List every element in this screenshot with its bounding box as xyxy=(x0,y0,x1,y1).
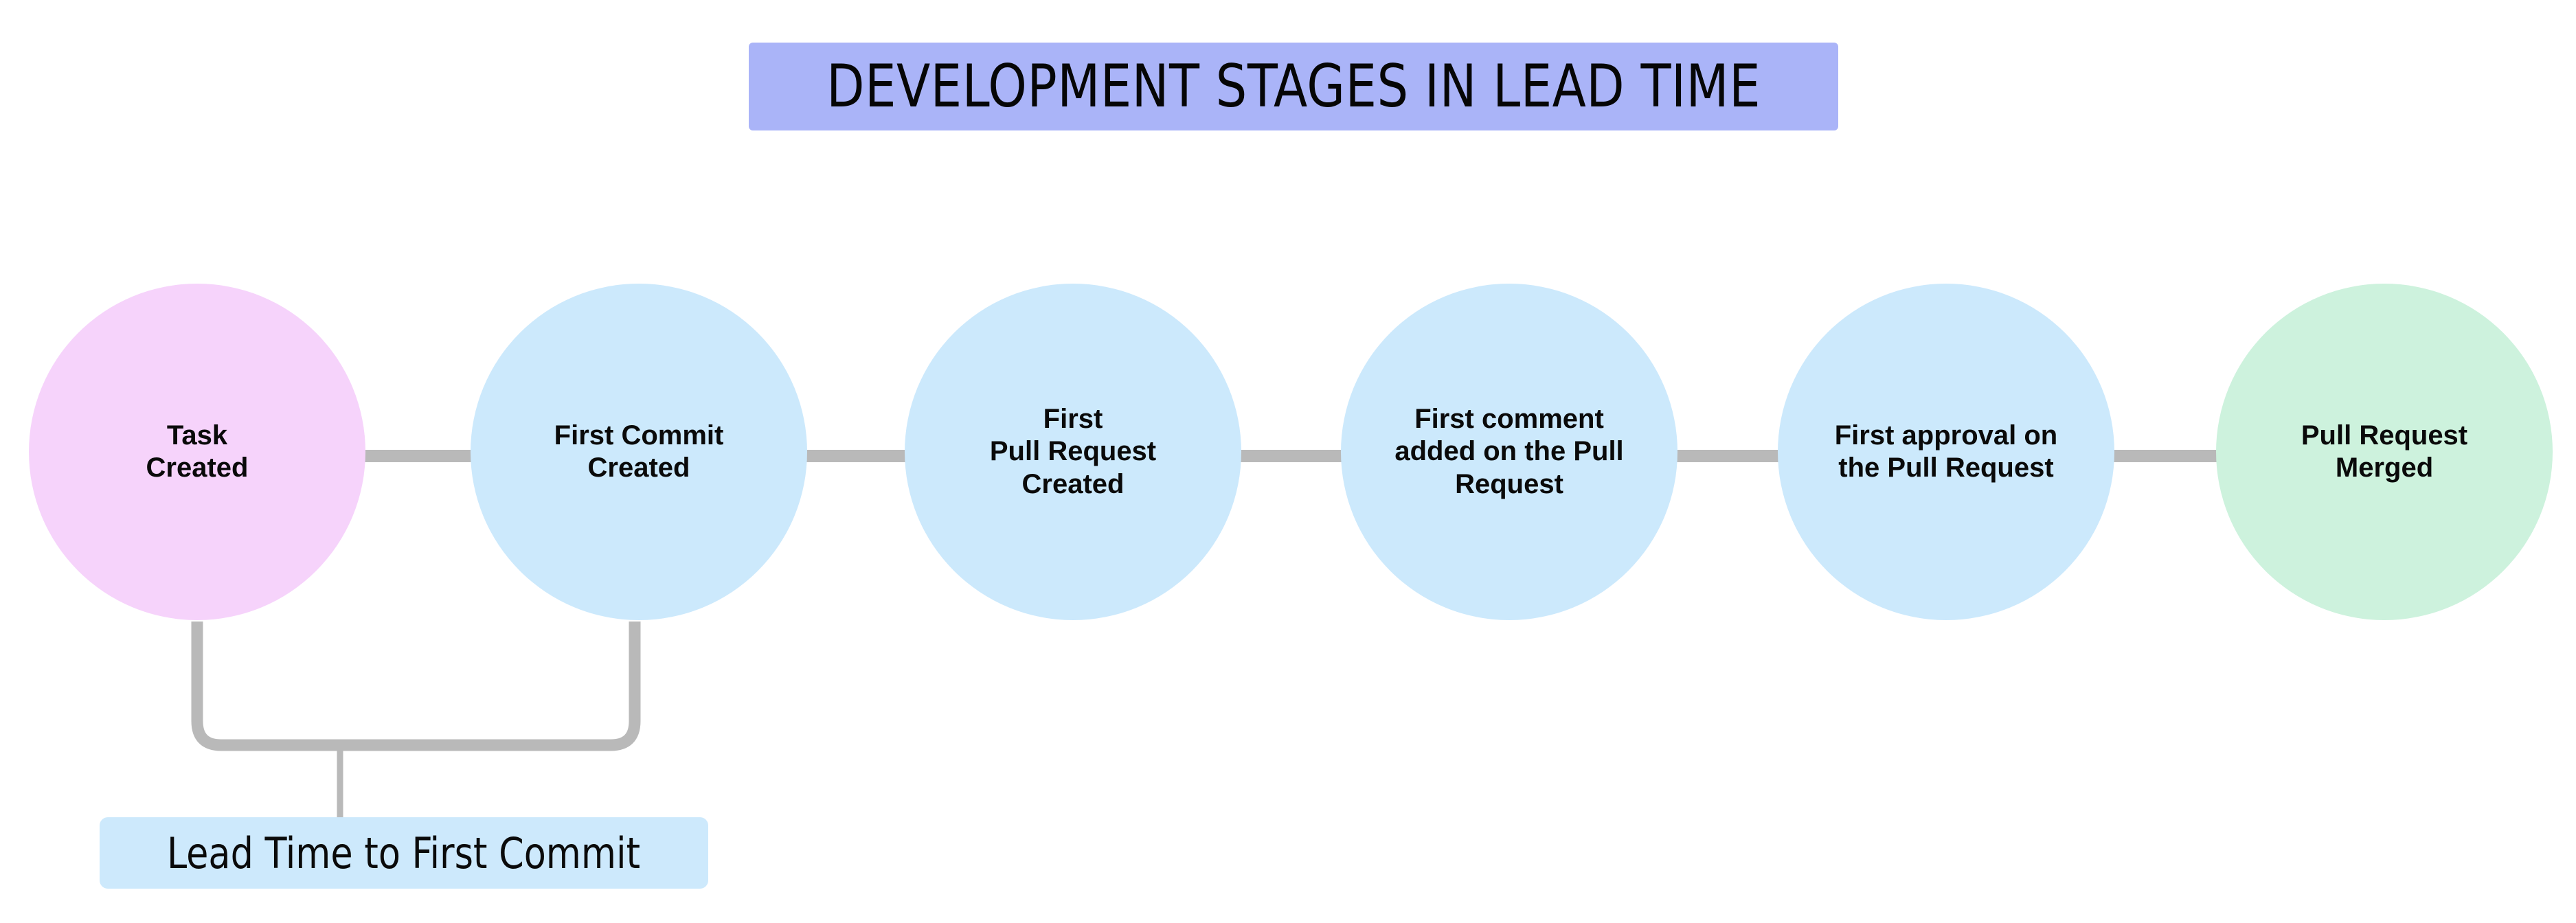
bracket-arc xyxy=(191,622,641,751)
stage-label-first-pull-request-created: First Pull Request Created xyxy=(989,404,1157,499)
page-title: DEVELOPMENT STAGES IN LEAD TIME xyxy=(826,52,1761,121)
stage-circle-first-approval-on-pr[interactable]: First approval on the Pull Request xyxy=(1778,284,2114,620)
lead-time-bracket xyxy=(191,622,641,821)
stage-circle-first-pull-request-created[interactable]: First Pull Request Created xyxy=(905,284,1241,620)
stage-label-first-commit-created: First Commit Created xyxy=(554,420,724,483)
stage-circle-first-commit-created[interactable]: First Commit Created xyxy=(471,284,807,620)
connector-2-3 xyxy=(797,450,914,462)
diagram-title-banner: DEVELOPMENT STAGES IN LEAD TIME xyxy=(749,43,1838,130)
connector-1-2 xyxy=(357,450,479,462)
stage-circle-first-comment-on-pr[interactable]: First comment added on the Pull Request xyxy=(1341,284,1677,620)
stage-label-first-approval-on-pr: First approval on the Pull Request xyxy=(1834,420,2058,483)
stage-label-task-created: Task Created xyxy=(146,420,249,483)
stage-label-pull-request-merged: Pull Request Merged xyxy=(2301,420,2468,483)
connector-3-4 xyxy=(1233,450,1350,462)
stage-label-first-comment-on-pr: First comment added on the Pull Request xyxy=(1394,404,1624,499)
lead-time-label-box: Lead Time to First Commit xyxy=(100,817,708,889)
lead-time-label-text: Lead Time to First Commit xyxy=(167,828,641,878)
stage-circle-pull-request-merged[interactable]: Pull Request Merged xyxy=(2216,284,2553,620)
connector-4-5 xyxy=(1669,450,1786,462)
connector-5-6 xyxy=(2108,450,2224,462)
stage-circle-task-created[interactable]: Task Created xyxy=(29,284,365,620)
